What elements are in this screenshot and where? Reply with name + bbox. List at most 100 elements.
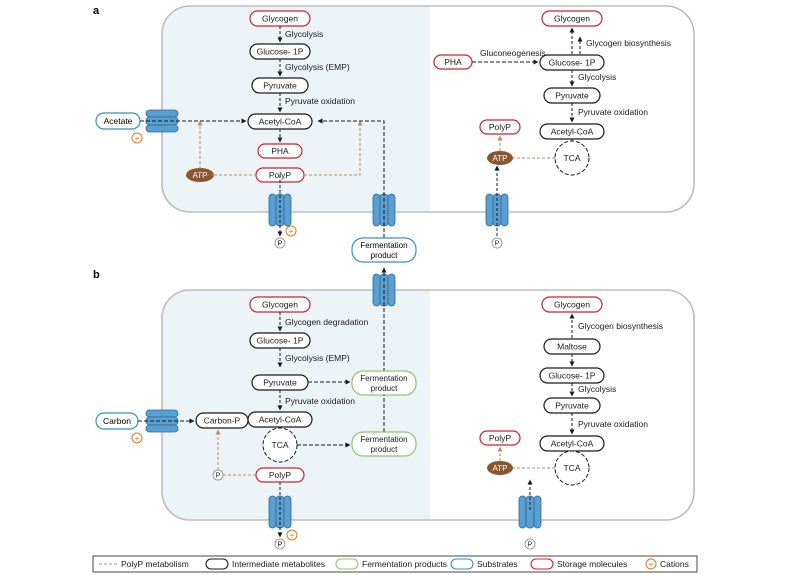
panel-a-label: a bbox=[93, 5, 100, 17]
svg-text:P: P bbox=[216, 473, 221, 480]
svg-text:Pyruvate oxidation: Pyruvate oxidation bbox=[578, 107, 648, 117]
acetylcoa-label: Acetyl-CoA bbox=[259, 117, 302, 127]
p-transporter bbox=[518, 495, 542, 529]
fermentation-product-node bbox=[351, 431, 417, 457]
svg-text:P: P bbox=[278, 241, 283, 248]
svg-text:TCA: TCA bbox=[564, 463, 581, 473]
glycogen-node bbox=[541, 10, 603, 27]
svg-text:Glycogen: Glycogen bbox=[554, 300, 590, 310]
glycogen-node bbox=[541, 296, 603, 313]
panel-b-polyp-lines bbox=[215, 429, 256, 476]
panel-a-cell bbox=[161, 5, 695, 213]
svg-text:Glycogen biosynthesis: Glycogen biosynthesis bbox=[586, 38, 671, 48]
svg-text:+: + bbox=[289, 227, 294, 236]
svg-text:Carbon: Carbon bbox=[103, 416, 131, 426]
svg-text:Glycogen: Glycogen bbox=[554, 14, 590, 24]
svg-text:Cations: Cations bbox=[660, 559, 689, 569]
panel-a-polyp-lines bbox=[197, 120, 363, 176]
cation-icon bbox=[131, 432, 143, 444]
svg-text:Pyruvate: Pyruvate bbox=[555, 401, 589, 411]
svg-text:product: product bbox=[371, 384, 398, 393]
svg-text:PHA: PHA bbox=[444, 57, 462, 67]
cation-legend-icon bbox=[645, 558, 657, 570]
svg-text:+: + bbox=[649, 560, 654, 569]
svg-text:Glycolysis: Glycolysis bbox=[578, 72, 616, 82]
svg-text:PolyP: PolyP bbox=[269, 470, 292, 480]
phosphate-icon bbox=[274, 237, 286, 249]
polyp-node bbox=[479, 430, 521, 446]
svg-text:+: + bbox=[135, 134, 140, 143]
panel-b-p-efflux: P + bbox=[268, 482, 298, 550]
svg-text:Pyruvate: Pyruvate bbox=[555, 91, 589, 101]
svg-text:P: P bbox=[278, 542, 283, 549]
substrate-legend-swatch bbox=[450, 558, 474, 570]
carbon-p-node bbox=[195, 412, 249, 429]
svg-text:Glycolysis: Glycolysis bbox=[578, 384, 616, 394]
svg-text:Storage molecules: Storage molecules bbox=[557, 559, 627, 569]
storage-legend-swatch bbox=[530, 558, 554, 570]
svg-text:Glycogen degradation: Glycogen degradation bbox=[285, 317, 368, 327]
glucose1p-label: Glucose- 1P bbox=[257, 47, 304, 57]
panel-a-fermentation: Fermentation product bbox=[317, 118, 417, 263]
svg-text:Carbon-P: Carbon-P bbox=[204, 416, 241, 426]
svg-text:Intermediate metabolites: Intermediate metabolites bbox=[232, 559, 325, 569]
svg-text:Acetyl-CoA: Acetyl-CoA bbox=[551, 127, 594, 137]
atp-node bbox=[487, 461, 513, 475]
pyruvate-oxidation-label: Pyruvate oxidation bbox=[285, 96, 355, 106]
svg-text:P: P bbox=[528, 542, 533, 549]
cation-icon bbox=[286, 529, 298, 541]
svg-text:+: + bbox=[135, 434, 140, 443]
pha-label: PHA bbox=[271, 146, 289, 156]
panel-b-top-export bbox=[372, 267, 396, 372]
svg-text:Glycogen biosynthesis: Glycogen biosynthesis bbox=[578, 321, 663, 331]
svg-text:TCA: TCA bbox=[272, 440, 289, 450]
svg-text:+: + bbox=[290, 531, 295, 540]
svg-text:product: product bbox=[371, 251, 398, 260]
panel-b-cell bbox=[161, 289, 695, 521]
svg-text:Glycolysis (EMP): Glycolysis (EMP) bbox=[285, 353, 350, 363]
svg-text:PolyP: PolyP bbox=[489, 433, 512, 443]
svg-text:Pyruvate: Pyruvate bbox=[263, 378, 297, 388]
svg-text:ATP: ATP bbox=[493, 154, 508, 163]
panel-b-label: b bbox=[93, 269, 100, 281]
panel-b-right-pathway: Glycogen Glycogen biosynthesis Maltose G… bbox=[479, 296, 663, 550]
svg-text:Fermentation: Fermentation bbox=[360, 374, 407, 383]
svg-text:Fermentation: Fermentation bbox=[360, 435, 407, 444]
svg-text:product: product bbox=[371, 445, 398, 454]
svg-text:Acetyl-CoA: Acetyl-CoA bbox=[551, 439, 594, 449]
fermentation-legend-swatch bbox=[335, 558, 359, 570]
tca-cycle bbox=[554, 140, 590, 176]
svg-text:Acetyl-CoA: Acetyl-CoA bbox=[259, 415, 302, 425]
phosphate-icon bbox=[524, 538, 536, 550]
glycolysis-emp-label: Glycolysis (EMP) bbox=[285, 62, 350, 72]
atp-node bbox=[487, 151, 513, 165]
svg-text:ATP: ATP bbox=[493, 464, 508, 473]
pha-node bbox=[257, 143, 303, 159]
svg-text:Fermentation: Fermentation bbox=[360, 241, 407, 250]
cation-icon bbox=[131, 132, 143, 144]
intermediate-legend-swatch bbox=[205, 558, 229, 570]
svg-text:TCA: TCA bbox=[564, 153, 581, 163]
svg-text:P: P bbox=[495, 241, 500, 248]
phosphate-icon bbox=[491, 237, 503, 249]
svg-text:PolyP metabolism: PolyP metabolism bbox=[121, 559, 189, 569]
panel-a-right-pathway: Glycogen Glycogen biosynthesis PHA Gluco… bbox=[433, 10, 671, 249]
svg-text:Fermentation products: Fermentation products bbox=[362, 559, 447, 569]
pyruvate-label: Pyruvate bbox=[263, 81, 297, 91]
cation-icon bbox=[285, 225, 297, 237]
panel-a-p-efflux: P + bbox=[268, 175, 297, 249]
legend: PolyP metabolism Intermediate metabolite… bbox=[92, 555, 698, 573]
acetate-label: Acetate bbox=[104, 116, 133, 126]
svg-text:Pyruvate oxidation: Pyruvate oxidation bbox=[285, 396, 355, 406]
tca-cycle bbox=[554, 450, 590, 486]
phosphate-icon bbox=[274, 538, 286, 550]
svg-text:Pyruvate oxidation: Pyruvate oxidation bbox=[578, 419, 648, 429]
polyp-node bbox=[479, 119, 521, 135]
svg-text:Glucose- 1P: Glucose- 1P bbox=[257, 336, 304, 346]
atp-node bbox=[186, 168, 214, 182]
svg-text:Substrates: Substrates bbox=[477, 559, 518, 569]
svg-text:Glucose- 1P: Glucose- 1P bbox=[549, 371, 596, 381]
panel-b-carbon: Carbon + bbox=[95, 409, 195, 444]
glycolysis-label: Glycolysis bbox=[285, 29, 323, 39]
svg-text:Glycogen: Glycogen bbox=[262, 300, 298, 310]
